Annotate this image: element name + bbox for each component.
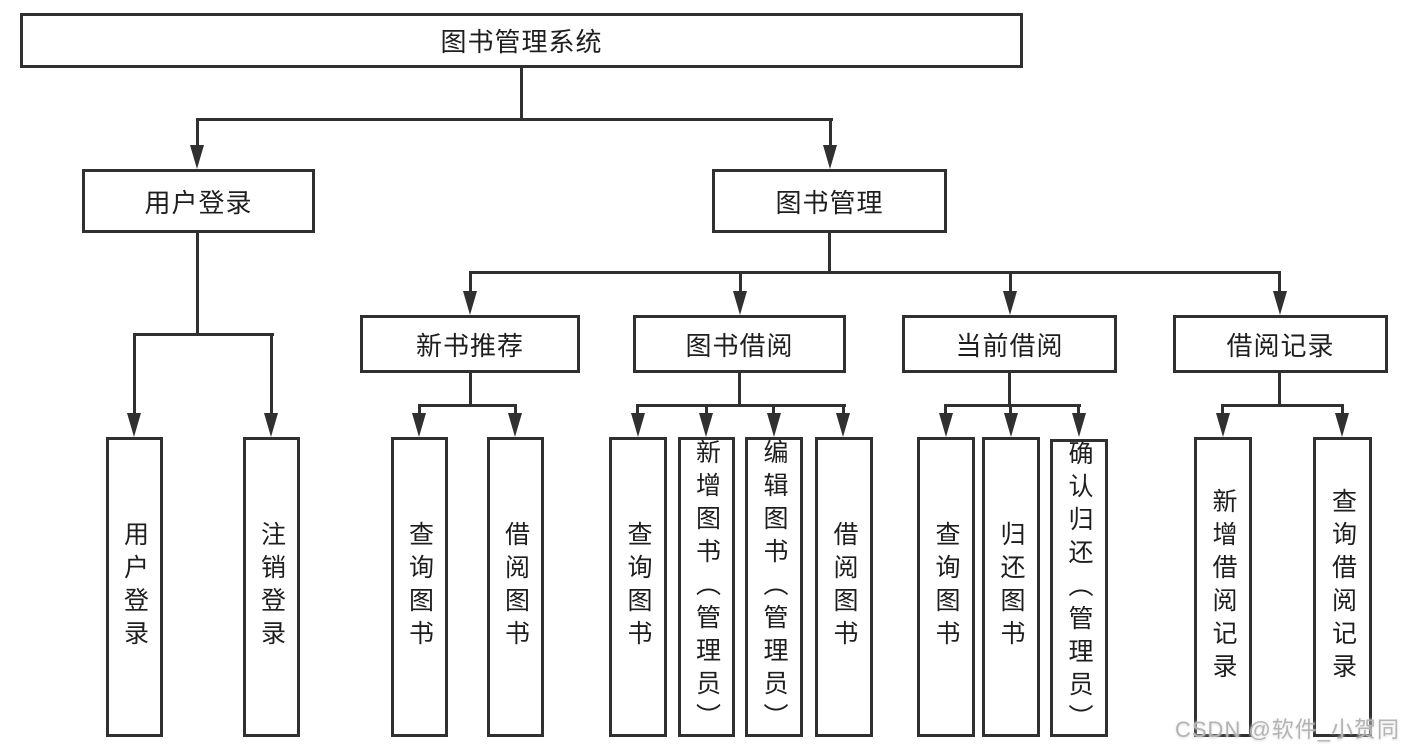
node-root-label: 图书管理系统 <box>440 27 603 57</box>
node-book-borrow-label: 图书借阅 <box>685 330 794 361</box>
connector-user-hline <box>133 333 274 336</box>
leaf-label: 查询图书 <box>932 521 960 653</box>
connector-current-drop-1 <box>944 404 947 415</box>
leaf-label: 新增借阅记录 <box>1209 488 1237 686</box>
leaf-recommend-query-books: 查询图书 <box>391 437 448 737</box>
connector-borrow-stem <box>738 373 741 406</box>
leaf-return-books: 归还图书 <box>982 437 1040 737</box>
leaf-label: 查询图书 <box>405 521 434 653</box>
connector-level2-drop-left <box>196 118 199 146</box>
connector-borrow-drop-2 <box>705 404 708 415</box>
connector-root-stem <box>520 68 523 120</box>
connector-records-hline <box>1221 404 1344 407</box>
arrow-down-icon <box>264 413 278 437</box>
connector-level3-hline <box>469 271 1281 274</box>
connector-borrow-drop-3 <box>772 404 775 415</box>
connector-borrow-drop-1 <box>636 404 639 415</box>
arrow-down-icon <box>823 145 837 169</box>
leaf-edit-book-admin: 编辑图书（管理员） <box>745 437 803 737</box>
arrow-down-icon <box>1004 413 1018 437</box>
arrow-down-icon <box>699 413 713 437</box>
node-root: 图书管理系统 <box>20 13 1023 68</box>
leaf-label: 新增图书（管理员） <box>692 438 721 736</box>
connector-records-drop-2 <box>1341 404 1344 415</box>
arrow-down-icon <box>1273 291 1287 315</box>
arrow-down-icon <box>939 413 953 437</box>
leaf-add-book-admin: 新增图书（管理员） <box>678 437 735 737</box>
node-new-book-recommend: 新书推荐 <box>360 315 580 373</box>
leaf-add-borrow-record: 新增借阅记录 <box>1194 437 1252 737</box>
connector-records-stem <box>1278 373 1281 406</box>
connector-recommend-drop-1 <box>418 404 421 415</box>
arrow-down-icon <box>767 413 781 437</box>
csdn-watermark: CSDN @软件_小贺同学 <box>1175 717 1401 742</box>
leaf-logout: 注销登录 <box>243 437 300 737</box>
connector-user-stem <box>196 233 199 334</box>
node-borrow-records-label: 借阅记录 <box>1226 330 1335 361</box>
leaf-borrow-books: 借阅图书 <box>815 437 873 737</box>
connector-recommend-stem <box>469 373 472 406</box>
connector-recommend-hline <box>418 404 517 407</box>
arrow-down-icon <box>733 291 747 315</box>
arrow-down-icon <box>1072 413 1086 437</box>
connector-current-hline <box>944 404 1081 407</box>
leaf-label: 确认归还（管理员） <box>1065 439 1093 737</box>
connector-level3-drop-4 <box>1278 271 1281 293</box>
node-borrow-records: 借阅记录 <box>1173 315 1388 373</box>
leaf-label: 查询借阅记录 <box>1328 488 1357 686</box>
connector-level3-drop-1 <box>469 271 472 293</box>
connector-level3-drop-3 <box>1009 271 1012 293</box>
arrow-down-icon <box>190 145 204 169</box>
connector-level3-drop-2 <box>739 271 742 293</box>
arrow-down-icon <box>412 413 426 437</box>
leaf-current-query-books: 查询图书 <box>917 437 975 737</box>
leaf-user-login: 用户登录 <box>106 437 163 737</box>
connector-current-drop-2 <box>1009 404 1012 415</box>
node-book-management-module: 图书管理 <box>712 169 947 233</box>
connector-level2-hline <box>196 118 833 121</box>
leaf-query-borrow-record: 查询借阅记录 <box>1313 437 1372 737</box>
connector-mgmt-stem <box>828 233 831 273</box>
leaf-confirm-return-admin: 确认归还（管理员） <box>1050 439 1108 737</box>
connector-level2-drop-right <box>829 118 832 146</box>
connector-current-stem <box>1008 373 1011 406</box>
node-current-borrow-label: 当前借阅 <box>955 330 1064 361</box>
node-user-login-module: 用户登录 <box>82 169 315 233</box>
leaf-label: 借阅图书 <box>830 521 858 653</box>
arrow-down-icon <box>1003 291 1017 315</box>
arrow-down-icon <box>1335 413 1349 437</box>
connector-borrow-hline <box>636 404 846 407</box>
connector-recommend-drop-2 <box>514 404 517 415</box>
arrow-down-icon <box>508 413 522 437</box>
node-new-book-recommend-label: 新书推荐 <box>415 330 524 361</box>
connector-current-drop-3 <box>1077 404 1080 415</box>
connector-user-drop-2 <box>270 333 273 415</box>
leaf-user-login-label: 用户登录 <box>120 521 149 653</box>
leaf-label: 归还图书 <box>997 521 1025 653</box>
node-book-borrow: 图书借阅 <box>633 315 846 373</box>
connector-user-drop-1 <box>133 333 136 415</box>
leaf-borrow-query-books: 查询图书 <box>609 437 667 737</box>
node-book-management-module-label: 图书管理 <box>775 187 884 218</box>
node-user-login-module-label: 用户登录 <box>144 187 253 218</box>
arrow-down-icon <box>127 413 141 437</box>
arrow-down-icon <box>631 413 645 437</box>
leaf-label: 编辑图书（管理员） <box>760 438 788 736</box>
leaf-logout-label: 注销登录 <box>257 521 286 653</box>
leaf-recommend-borrow-books: 借阅图书 <box>487 437 544 737</box>
leaf-label: 借阅图书 <box>501 521 530 653</box>
connector-borrow-drop-4 <box>842 404 845 415</box>
leaf-label: 查询图书 <box>624 521 652 653</box>
arrow-down-icon <box>1216 413 1230 437</box>
node-current-borrow: 当前借阅 <box>902 315 1117 373</box>
arrow-down-icon <box>836 413 850 437</box>
arrow-down-icon <box>463 291 477 315</box>
connector-records-drop-1 <box>1221 404 1224 415</box>
